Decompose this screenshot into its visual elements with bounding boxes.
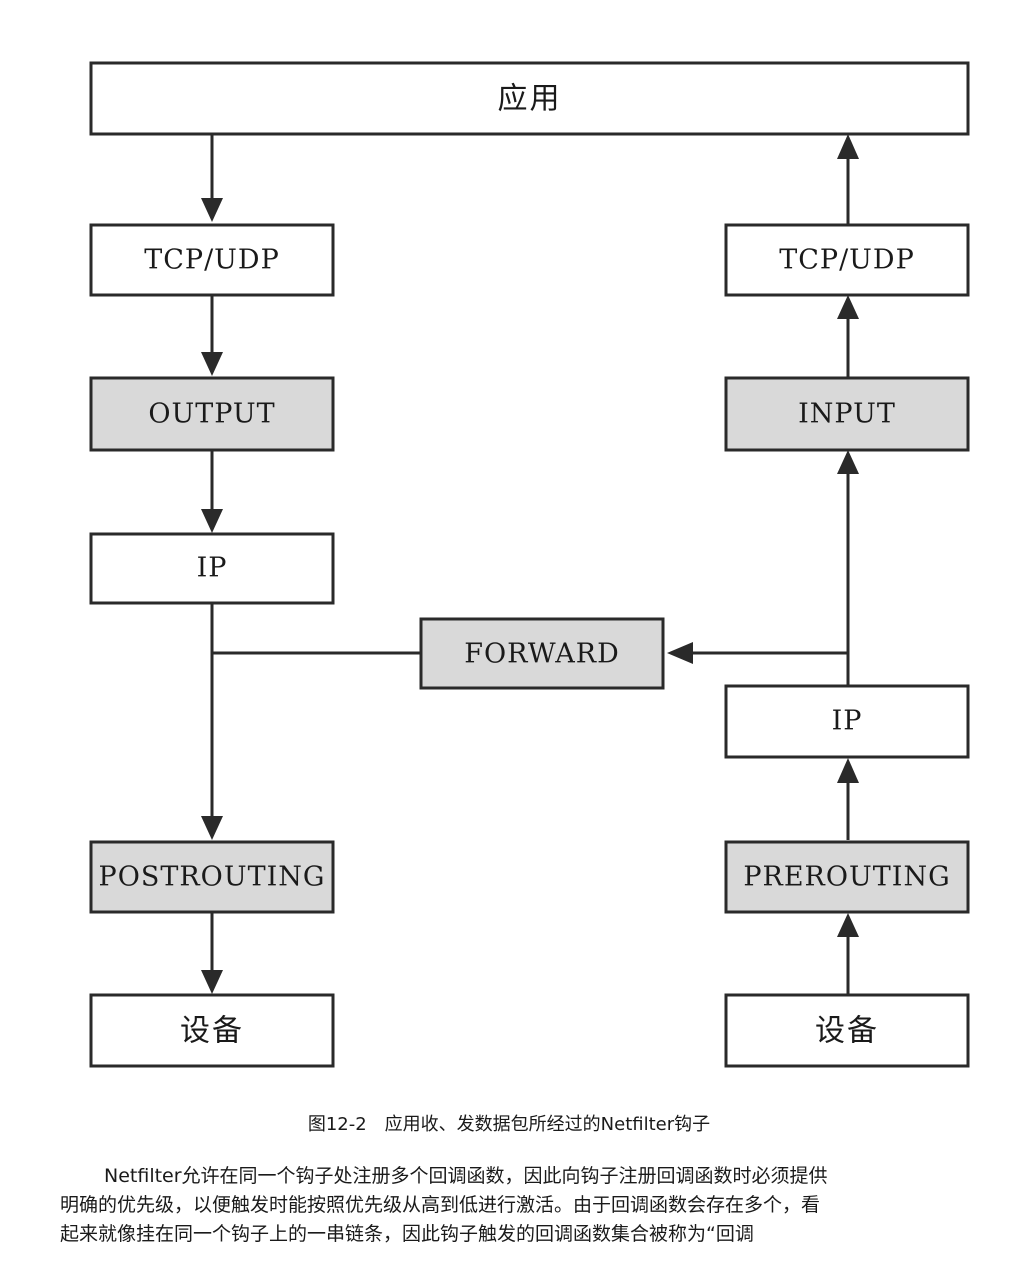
arrowhead-down — [201, 198, 223, 222]
node-app: 应用 — [89, 61, 970, 136]
node-right-device: 设备 — [724, 993, 970, 1068]
input-label: INPUT — [798, 399, 896, 430]
paragraph-line-3: 起来就像挂在同一个钩子上的一串链条，因此钩子触发的回调函数集合被称为“回调 — [60, 1223, 754, 1245]
node-right-ip: IP — [724, 684, 970, 759]
node-input: INPUT — [724, 376, 970, 452]
postrouting-label: POSTROUTING — [99, 862, 326, 893]
node-forward: FORWARD — [419, 617, 665, 690]
output-label: OUTPUT — [148, 399, 275, 430]
paragraph-line-2: 明确的优先级，以便触发时能按照优先级从高到低进行激活。由于回调函数会存在多个，看 — [60, 1194, 821, 1216]
connectors — [201, 134, 859, 995]
right-ip-label: IP — [832, 706, 863, 737]
node-left-device: 设备 — [89, 993, 335, 1068]
right-device-label: 设备 — [815, 1014, 879, 1049]
forward-label: FORWARD — [464, 639, 620, 670]
paragraph-line-1: Netfilter允许在同一个钩子处注册多个回调函数，因此向钩子注册回调函数时必… — [104, 1165, 828, 1187]
left-ip-box — [89, 532, 335, 605]
arrowhead-up — [837, 134, 859, 159]
arrowhead-up — [837, 295, 859, 319]
node-left-tcpudp: TCP/UDP — [89, 223, 335, 297]
right-device-box — [724, 993, 970, 1068]
figure-caption: 图12-2 应用收、发数据包所经过的Netfilter钩子 — [307, 1114, 711, 1135]
right-tcpudp-label: TCP/UDP — [779, 245, 915, 276]
arrowhead-down — [201, 816, 223, 840]
forward-box — [419, 617, 665, 690]
body-paragraph: Netfilter允许在同一个钩子处注册多个回调函数，因此向钩子注册回调函数时必… — [60, 1162, 1000, 1249]
arrowhead-left — [667, 642, 693, 664]
right-tcpudp-box — [724, 223, 970, 297]
left-tcpudp-label: TCP/UDP — [144, 245, 280, 276]
left-ip-label: IP — [197, 553, 228, 584]
prerouting-box — [724, 840, 970, 914]
output-box — [89, 376, 335, 452]
left-tcpudp-box — [89, 223, 335, 297]
node-right-tcpudp: TCP/UDP — [724, 223, 970, 297]
node-postrouting: POSTROUTING — [89, 840, 335, 914]
arrowhead-up — [837, 758, 859, 783]
node-output: OUTPUT — [89, 376, 335, 452]
arrowhead-down — [201, 970, 223, 994]
prerouting-label: PREROUTING — [743, 862, 950, 893]
app-box — [89, 61, 970, 136]
arrowhead-up — [837, 450, 859, 474]
postrouting-box — [89, 840, 335, 914]
app-label: 应用 — [498, 82, 562, 117]
node-left-ip: IP — [89, 532, 335, 605]
left-device-box — [89, 993, 335, 1068]
node-prerouting: PREROUTING — [724, 840, 970, 914]
right-ip-box — [724, 684, 970, 759]
arrowhead-down — [201, 352, 223, 376]
netfilter-hooks-diagram: 应用 TCP/UDP OUTPUT IP FORWARD POSTROUTING… — [89, 61, 970, 1068]
arrowhead-up — [837, 913, 859, 937]
arrowhead-down — [201, 509, 223, 533]
input-box — [724, 376, 970, 452]
left-device-label: 设备 — [180, 1014, 244, 1049]
